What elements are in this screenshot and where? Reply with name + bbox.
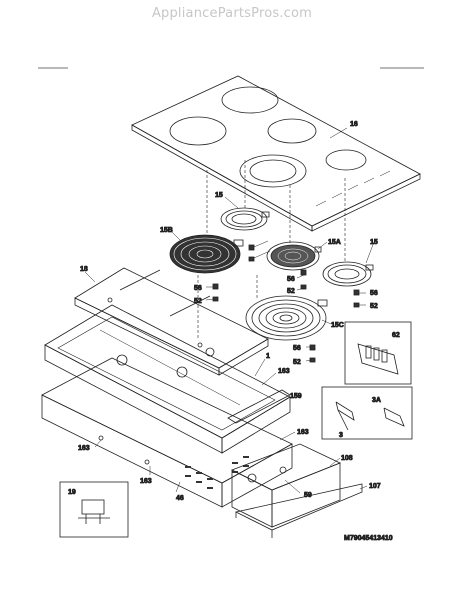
inset-box-3-3A <box>321 386 413 440</box>
part-label-56-c: 56 <box>370 290 378 297</box>
part-label-group: 16 15 15B 56 52 15A 15 56 52 56 52 15C 5… <box>68 121 401 503</box>
part-label-19: 19 <box>68 489 76 496</box>
part-label-59: 59 <box>304 492 312 499</box>
part-label-163-b: 163 <box>297 429 309 436</box>
part-label-163-d: 163 <box>140 478 152 485</box>
part-label-107: 107 <box>369 483 381 490</box>
part-label-56-d: 56 <box>293 345 301 352</box>
part-label-62: 62 <box>392 332 400 339</box>
part-label-163-a: 163 <box>278 368 290 375</box>
part-label-52-d: 52 <box>293 359 301 366</box>
part-label-52-c: 52 <box>370 303 378 310</box>
inset-box-62 <box>344 321 412 385</box>
junction-box-108 <box>231 443 342 528</box>
part-label-15B: 15B <box>160 227 173 234</box>
side-rail-159 <box>227 389 291 424</box>
inset-box-19 <box>59 481 129 538</box>
heating-element-15-upper <box>220 207 270 231</box>
part-label-56-b: 56 <box>287 276 295 283</box>
heating-element-15B <box>169 234 244 274</box>
part-label-18: 18 <box>80 266 88 273</box>
part-label-163-c: 163 <box>78 445 90 452</box>
part-label-3A: 3A <box>372 397 381 404</box>
bottom-pan-46 <box>41 357 293 508</box>
main-frame-1 <box>44 304 291 454</box>
part-label-3: 3 <box>339 432 343 439</box>
part-label-15A: 15A <box>328 239 341 246</box>
part-label-46: 46 <box>176 495 184 502</box>
heating-element-15C <box>245 295 328 341</box>
part-label-56-a: 56 <box>194 285 202 292</box>
cooktop-glass <box>131 75 421 232</box>
diagram-code: M79045413410 <box>344 535 393 542</box>
part-label-16: 16 <box>350 121 358 128</box>
part-label-1: 1 <box>266 353 270 360</box>
watermark: AppliancePartsPros.com <box>151 6 313 21</box>
part-label-15C: 15C <box>331 322 344 329</box>
heating-element-15-right <box>322 261 374 287</box>
part-label-52-b: 52 <box>287 288 295 295</box>
clip-and-nut-hardware <box>212 244 360 363</box>
part-label-15-upper: 15 <box>215 192 223 199</box>
part-label-52-a: 52 <box>194 298 202 305</box>
part-label-15-right: 15 <box>370 239 378 246</box>
support-bracket-18 <box>74 267 269 376</box>
junction-box-cover-107 <box>234 483 363 538</box>
part-label-108: 108 <box>341 455 353 462</box>
part-label-159: 159 <box>290 393 302 400</box>
heating-element-15A <box>266 241 322 271</box>
